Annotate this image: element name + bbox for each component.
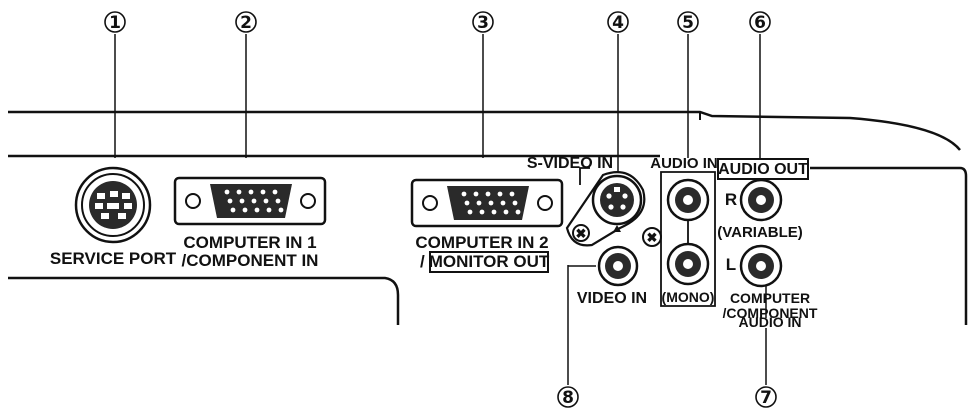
- component-audio-label-3-clipped: AUDIO IN: [739, 314, 802, 330]
- callout-7-number: 7: [760, 388, 772, 408]
- callout-1-number: 1: [109, 13, 121, 33]
- top-edge-line: [8, 110, 961, 151]
- callout-4-number: 4: [612, 13, 624, 33]
- computer-in-2-pins: [461, 191, 521, 215]
- variable-label: (VARIABLE): [717, 224, 803, 241]
- callout-markers: 1 2 3 4 5 6 7 8: [104, 11, 777, 408]
- audio-out-jack: [739, 178, 783, 222]
- service-port-label: SERVICE PORT: [50, 249, 177, 268]
- audio-in-bracket: [660, 171, 716, 307]
- audio-in-r-jack: [666, 178, 710, 222]
- callout-8: 8: [557, 386, 579, 408]
- computer-in-2-socket: [447, 186, 529, 220]
- s-video-pins: [606, 187, 628, 210]
- monitor-out-label: MONITOR OUT: [429, 252, 550, 271]
- computer-in-2-label: COMPUTER IN 2: [415, 233, 548, 252]
- callout-7: 7: [755, 386, 777, 408]
- s-video-flange: [565, 171, 646, 247]
- label-clip-mask: [720, 318, 820, 328]
- computer-in-1-pins: [224, 189, 284, 213]
- callout-5: 5: [677, 11, 699, 33]
- service-port-pins: [95, 191, 132, 219]
- s-video-socket: [600, 183, 634, 217]
- callout-2: 2: [235, 11, 257, 33]
- component-audio-label-2: /COMPONENT: [723, 305, 818, 321]
- computer-in-1-socket: [210, 184, 292, 218]
- service-port-connector: [74, 166, 152, 244]
- video-in-jack: [597, 245, 639, 287]
- audio-out-label: AUDIO OUT: [718, 161, 808, 178]
- callout-4: 4: [607, 11, 629, 33]
- callout-6: 6: [749, 11, 771, 33]
- svg-text:✖: ✖: [576, 226, 587, 241]
- s-video-bracket: [579, 167, 590, 185]
- component-in-label: /COMPONENT IN: [182, 251, 319, 270]
- callout-8-number: 8: [562, 388, 574, 408]
- lower-left-panel-outline: [8, 276, 400, 325]
- computer-in-1-connector: [173, 176, 327, 226]
- computer-in-2-connector: [410, 178, 564, 228]
- s-video-arrow: [613, 225, 621, 232]
- callout-5-number: 5: [682, 13, 694, 33]
- monitor-out-slash: /: [420, 252, 425, 271]
- component-audio-in-jack: [739, 244, 783, 288]
- callout-3-number: 3: [477, 13, 489, 33]
- callout-6-number: 6: [754, 13, 766, 33]
- callout-2-number: 2: [240, 13, 252, 33]
- callout-3: 3: [472, 11, 494, 33]
- bottom-crop-mask: [0, 325, 973, 385]
- audio-in-l-jack: [666, 242, 710, 286]
- video-in-label: VIDEO IN: [577, 290, 647, 307]
- right-panel-outline: [810, 166, 968, 325]
- monitor-out-box: [429, 251, 549, 273]
- right-channel-label: R: [725, 190, 737, 209]
- s-video-connector: ✖: [565, 171, 646, 247]
- component-audio-label-1: COMPUTER: [730, 290, 810, 306]
- mono-label: (MONO): [662, 289, 715, 305]
- screw-mark-glyph: ✖: [647, 230, 658, 245]
- audio-in-label: AUDIO IN: [650, 155, 718, 172]
- callout-1: 1: [104, 11, 126, 33]
- panel-body: [8, 110, 968, 325]
- left-channel-label: L: [726, 255, 736, 274]
- s-video-in-label: S-VIDEO IN: [527, 155, 613, 172]
- computer-in-1-label: COMPUTER IN 1: [183, 233, 316, 252]
